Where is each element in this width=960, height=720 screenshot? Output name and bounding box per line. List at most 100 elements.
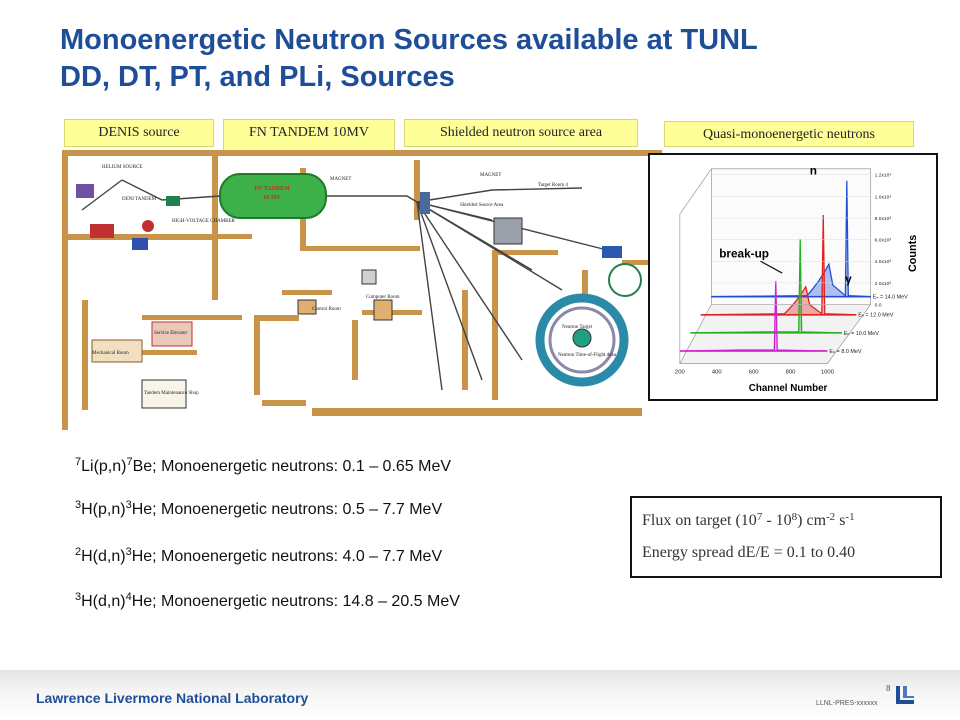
- flux-b: 7: [756, 511, 763, 523]
- label-shielded-area: Shielded neutron source area: [404, 119, 638, 147]
- reaction-3-t4: He; Monoenergetic neutrons: 14.8 – 20.5 …: [131, 593, 460, 610]
- flux-h: -1: [845, 511, 855, 523]
- footer-document-code: LLNL-PRES-xxxxxx: [816, 700, 878, 707]
- chart-legend-entry: Eₙ = 12.0 MeV: [858, 313, 893, 319]
- label-fn-tandem: FN TANDEM 10MV: [223, 119, 395, 151]
- spectrometer-ring: [608, 263, 642, 297]
- room-hv-chamber: HIGH-VOLTAGE CHAMBER: [172, 219, 236, 224]
- annotation-n: n: [810, 164, 817, 178]
- flux-info-box: Flux on target (107 - 108) cm-2 s-1 Ener…: [630, 496, 942, 578]
- annotation-gamma: γ: [845, 272, 852, 286]
- chart-y-tick: 6.0x10³: [875, 238, 892, 244]
- spectrometer-blue: [602, 246, 622, 258]
- reaction-li-p-n: 7Li(p,n)7Be; Monoenergetic neutrons: 0.1…: [75, 456, 452, 476]
- chart-series: [679, 180, 871, 352]
- title-line-2: DD, DT, PT, and PLi, Sources: [60, 61, 455, 93]
- room-tandem-shop: Tandem Maintenance Shop: [144, 391, 199, 396]
- chart-side-edge: [679, 168, 712, 215]
- beamlines: [81, 179, 608, 391]
- room-deni-tandem: DENI TANDEM: [122, 197, 157, 202]
- denis-green-block: [166, 196, 180, 206]
- label-denis-source: DENIS source: [64, 119, 214, 147]
- room-magnet: MAGNET: [330, 177, 351, 182]
- tof-inner-ring: [548, 306, 616, 374]
- footer-bar: [0, 670, 960, 720]
- flux-c: - 10: [762, 512, 792, 529]
- chart-series-line: [700, 214, 857, 316]
- room-labels: Target Room 4 Control Room Computer Room…: [92, 165, 617, 396]
- fn-tandem-mv-text: 10 MV: [263, 195, 281, 201]
- control-room-equipment: [297, 299, 317, 315]
- denis-red-block: [90, 224, 114, 238]
- polarized-source: [76, 184, 94, 198]
- reaction-0-t4: Be; Monoenergetic neutrons: 0.1 – 0.65 M…: [132, 458, 452, 475]
- reaction-3-t1: 3: [75, 591, 82, 603]
- room-target-4: Target Room 4: [538, 183, 568, 188]
- flux-f: -2: [826, 511, 836, 523]
- chart-x-tick: 200: [675, 369, 686, 375]
- chart-legend-entry: Eₙ = 10.0 MeV: [844, 331, 879, 337]
- chart-x-tick: 600: [749, 369, 760, 375]
- room-shielded-area: Shielded Source Area: [460, 203, 504, 208]
- chart-xlabel: Channel Number: [749, 383, 828, 394]
- neutron-target: [572, 328, 592, 348]
- chart-series-line: [690, 238, 842, 334]
- chart-legend-entry: Eₙ = 8.0 MeV: [829, 349, 861, 355]
- chart-y-tick: 1.2x10⁴: [875, 173, 892, 179]
- reaction-2-t3: 3: [125, 546, 132, 558]
- reaction-2-t2: H(d,n): [81, 548, 126, 565]
- footer-lab-name: Lawrence Livermore National Laboratory: [36, 690, 309, 706]
- chart-y-tick: 0.0: [875, 303, 882, 309]
- denis-blue-block: [132, 238, 148, 250]
- chart-y-tick: 1.0x10⁴: [875, 194, 892, 200]
- reaction-1-t2: H(p,n): [81, 501, 126, 518]
- chart-y-tick: 4.0x10³: [875, 259, 892, 265]
- reaction-h-p-n: 3H(p,n)3He; Monoenergetic neutrons: 0.5 …: [75, 499, 443, 519]
- room-service: Service Elevator: [154, 331, 188, 336]
- flux-d: 8: [791, 511, 798, 523]
- chart-x-tick: 400: [712, 369, 723, 375]
- target-room-box: [493, 217, 523, 245]
- denis-source-red: [142, 220, 154, 232]
- chart-legend-entry: Eₙ = 14.0 MeV: [873, 295, 908, 301]
- reaction-1-t3: 3: [125, 499, 132, 511]
- chart-y-ticks: 0.02.0x10³4.0x10³6.0x10³8.0x10³1.0x10⁴1.…: [711, 173, 892, 309]
- label-quasi-monoenergetic: Quasi-monoenergetic neutrons: [664, 121, 914, 147]
- reaction-1-t4: He; Monoenergetic neutrons: 0.5 – 7.7 Me…: [131, 501, 443, 518]
- flux-a: Flux on target (10: [642, 512, 757, 529]
- computer-room-box: [373, 299, 393, 321]
- room-magnet-b: MAGNET: [480, 173, 501, 178]
- chart-legend: Eₙ = 14.0 MeV Eₙ = 12.0 MeV Eₙ = 10.0 MeV E…: [829, 295, 908, 355]
- room-neutron-target: Neutron Target: [562, 325, 593, 330]
- reaction-0-t3: 7: [126, 456, 133, 468]
- room-tof-area: Neutron Time-of-Flight Area: [558, 353, 617, 358]
- breakup-arrow: [760, 260, 783, 274]
- flux-g: s: [835, 512, 846, 529]
- room-control: Control Room: [312, 307, 341, 312]
- control-box: [361, 269, 377, 285]
- chart-x-tick: 1000: [821, 369, 835, 375]
- title-line-1: Monoenergetic Neutron Sources available …: [60, 24, 758, 56]
- flux-e: ) cm: [797, 512, 827, 529]
- tandem-shop-box: [141, 379, 187, 409]
- service-elevator: [151, 321, 193, 347]
- reaction-h-d-n: 3H(d,n)4He; Monoenergetic neutrons: 14.8…: [75, 591, 460, 611]
- reaction-3-t2: H(d,n): [81, 593, 126, 610]
- neutron-spectrum-chart: 0.02.0x10³4.0x10³6.0x10³8.0x10³1.0x10⁴1.…: [648, 153, 938, 401]
- reaction-2-t1: 2: [75, 546, 82, 558]
- energy-spread-line: Energy spread dE/E = 0.1 to 0.40: [642, 544, 856, 561]
- shielded-source-block: [420, 192, 430, 214]
- chart-series-line: [711, 180, 871, 298]
- slide-title: Monoenergetic Neutron Sources available …: [60, 22, 940, 96]
- reaction-1-t1: 3: [75, 499, 82, 511]
- room-mechanical: Mechanical Room: [92, 351, 129, 356]
- chart-y-tick: 8.0x10³: [875, 216, 892, 222]
- reaction-3-t3: 4: [125, 591, 132, 603]
- flux-line: Flux on target (107 - 108) cm-2 s-1: [642, 512, 940, 530]
- reaction-0-t2: Li(p,n): [81, 458, 127, 475]
- room-helium-source: HELIUM SOURCE: [102, 165, 142, 170]
- room-computer: Computer Room: [366, 295, 400, 300]
- mechanical-room-box: [91, 339, 143, 363]
- tof-ring: [535, 293, 629, 387]
